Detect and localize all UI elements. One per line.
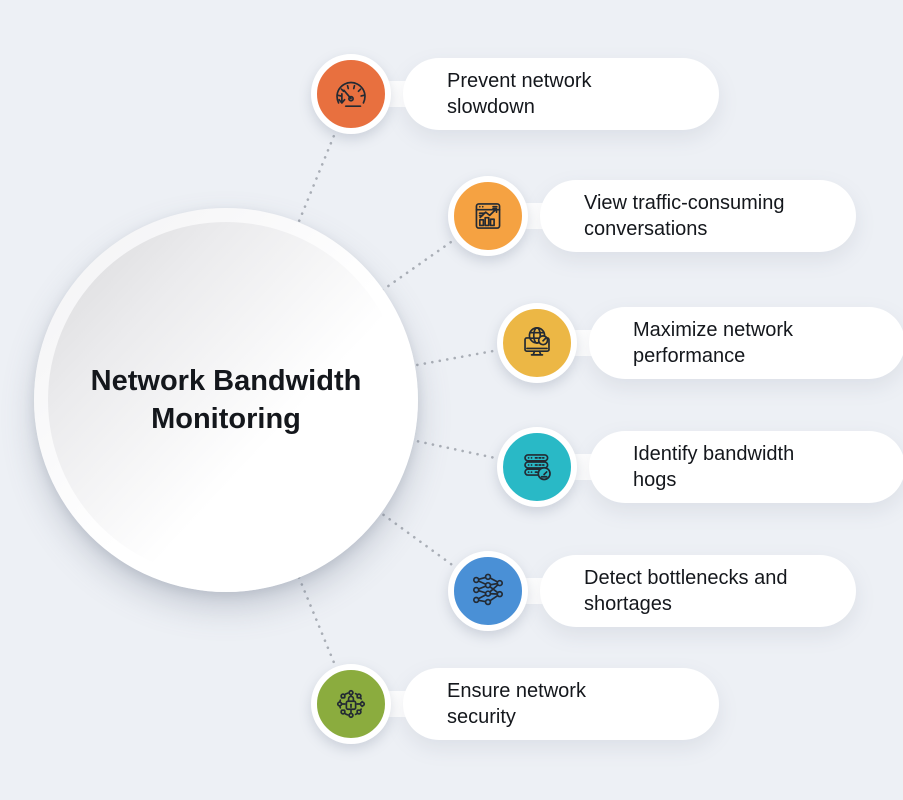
dotted-line-3 [224, 341, 539, 402]
feature-label-line1: Ensure network [447, 680, 586, 702]
feature-pill: Prevent network slowdown [403, 58, 719, 130]
page-title-line2: Monitoring [151, 403, 301, 435]
feature-label: Maximize network performance [633, 317, 793, 369]
icon-badge [497, 303, 577, 383]
feature-label-line2: security [447, 706, 516, 728]
feature-label-line2: hogs [633, 469, 677, 491]
feature-label-line1: Detect bottlenecks and [584, 567, 788, 589]
feature-item-network-security: Ensure network security [311, 664, 723, 744]
network-graph-icon [472, 573, 504, 606]
server-gauge-icon [524, 454, 551, 481]
feature-item-traffic-conversations: View traffic-consuming conversations [448, 176, 860, 256]
feature-pill: View traffic-consuming conversations [540, 180, 856, 252]
feature-label-line2: performance [633, 345, 746, 367]
feature-label: Ensure network security [447, 678, 586, 730]
icon-badge [311, 664, 391, 744]
icon-badge [448, 176, 528, 256]
feature-label-line2: slowdown [447, 96, 535, 118]
feature-label: Detect bottlenecks and shortages [584, 565, 787, 617]
traffic-analytics-icon [475, 203, 501, 229]
feature-item-prevent-slowdown: Prevent network slowdown [311, 54, 723, 134]
feature-pill: Detect bottlenecks and shortages [540, 555, 856, 627]
page-title-line1: Network Bandwidth [90, 365, 362, 397]
central-circle-inner: Network Bandwidth Monitoring [48, 222, 404, 578]
secure-network-icon [336, 689, 366, 719]
feature-label-line1: Maximize network [633, 319, 794, 341]
feature-label-line2: shortages [584, 593, 672, 615]
icon-badge [497, 427, 577, 507]
feature-item-maximize-performance: Maximize network performance [497, 303, 903, 383]
feature-label: Identify bandwidth hogs [633, 441, 794, 493]
globe-monitor-icon [524, 327, 550, 356]
feature-label-line1: Prevent network [447, 70, 592, 92]
feature-label-line2: conversations [584, 218, 708, 240]
page-title: Network Bandwidth Monitoring [91, 362, 362, 438]
icon-badge [311, 54, 391, 134]
feature-pill: Maximize network performance [589, 307, 903, 379]
feature-item-detect-bottlenecks: Detect bottlenecks and shortages [448, 551, 860, 631]
feature-item-bandwidth-hogs: Identify bandwidth hogs [497, 427, 903, 507]
icon-badge [448, 551, 528, 631]
feature-label: View traffic-consuming conversations [584, 190, 784, 242]
feature-label-line1: Identify bandwidth [633, 443, 795, 465]
dotted-line-5 [224, 398, 490, 593]
feature-label: Prevent network slowdown [447, 68, 592, 120]
feature-label-line1: View traffic-consuming [584, 192, 785, 214]
feature-pill: Ensure network security [403, 668, 719, 740]
speedometer-icon [336, 81, 366, 108]
feature-pill: Identify bandwidth hogs [589, 431, 903, 503]
central-circle: Network Bandwidth Monitoring [34, 208, 418, 592]
